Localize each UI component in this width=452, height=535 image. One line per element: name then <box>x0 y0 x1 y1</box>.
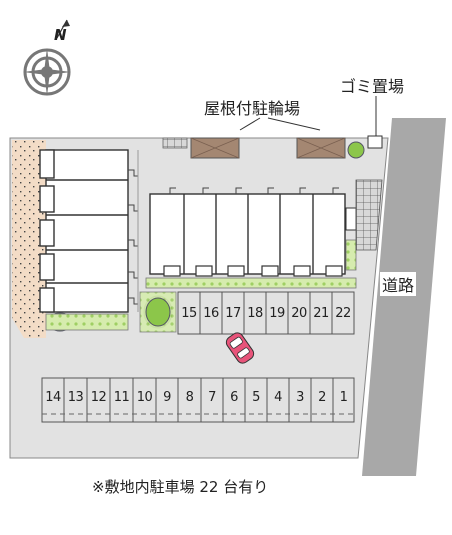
right-building-entrances <box>169 187 339 194</box>
parking-slot-number: 19 <box>269 306 285 321</box>
sand-area <box>12 140 46 338</box>
parking-row-top <box>177 291 355 335</box>
road <box>362 118 446 476</box>
tiled-paving <box>355 179 383 251</box>
shrub-icon <box>347 141 365 159</box>
garbage-label: ゴミ置場 <box>340 77 405 96</box>
small-planter <box>345 239 357 271</box>
parking-row-bottom <box>41 377 355 423</box>
right-building-balconies <box>163 265 343 277</box>
parking-slot-number: 3 <box>296 390 304 405</box>
car-icon <box>225 332 255 364</box>
compass-icon <box>23 19 71 96</box>
left-building-stairs <box>128 169 138 305</box>
footer-note: ※敷地内駐車場 22 台有り <box>92 478 269 496</box>
parking-slot-number: 1 <box>339 390 348 405</box>
parking-slot-number: 18 <box>247 306 263 321</box>
parking-slot-number: 7 <box>208 390 216 405</box>
right-building <box>149 193 346 275</box>
parking-slot-number: 9 <box>163 390 171 405</box>
parking-slot-number: 13 <box>67 390 84 405</box>
entrance-box <box>345 207 357 231</box>
bicycle-parking-label: 屋根付駐輪場 <box>204 99 301 118</box>
parking-slot-number: 15 <box>181 306 197 321</box>
parking-slot-number: 8 <box>185 390 194 405</box>
left-building <box>45 149 129 313</box>
left-building-balconies <box>39 149 55 313</box>
hedge-right-building <box>145 277 357 289</box>
parking-slot-number: 10 <box>136 390 153 405</box>
parking-slot-number: 21 <box>313 306 329 321</box>
parking-slot-number: 14 <box>45 390 61 405</box>
parking-slot-number: 16 <box>203 306 219 321</box>
parking-slot-number: 17 <box>225 306 241 321</box>
parking-slot-number: 2 <box>318 390 326 405</box>
parking-slot-number: 12 <box>90 390 107 405</box>
north-label: N <box>54 26 67 44</box>
parking-slot-number: 22 <box>335 306 351 321</box>
bicycle-rack <box>162 137 188 149</box>
parking-slot-number: 5 <box>252 390 260 405</box>
hedge-left <box>45 313 129 331</box>
garbage-area <box>367 135 383 149</box>
parking-slot-number: 20 <box>291 306 307 321</box>
parking-slot-number: 4 <box>274 390 282 405</box>
road-label: 道路 <box>380 272 417 296</box>
parking-slot-number: 6 <box>230 390 238 405</box>
parking-slot-number: 11 <box>113 390 130 405</box>
